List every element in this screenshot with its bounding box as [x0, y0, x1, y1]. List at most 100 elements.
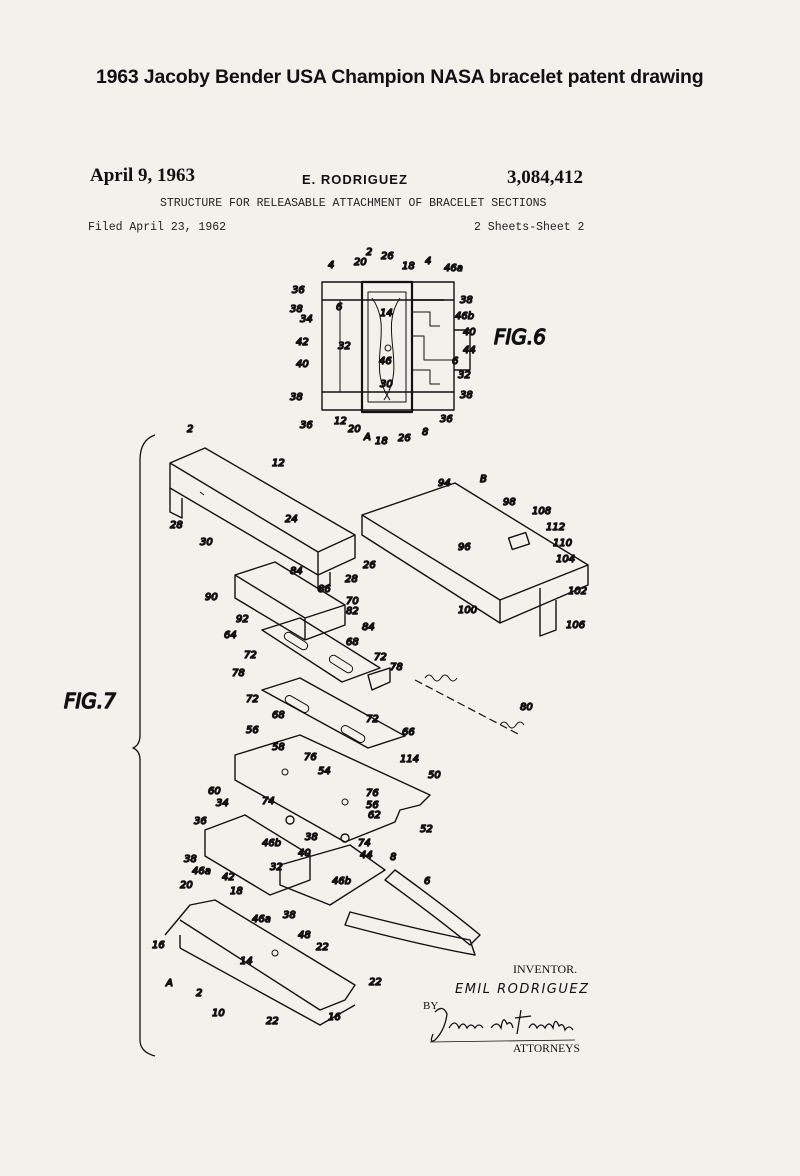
svg-text:2: 2 [196, 988, 202, 999]
svg-text:22: 22 [266, 1016, 279, 1027]
svg-text:50: 50 [428, 770, 441, 781]
svg-text:32: 32 [270, 862, 283, 873]
svg-text:36: 36 [292, 285, 305, 296]
svg-text:A: A [363, 432, 371, 443]
svg-text:16: 16 [152, 940, 165, 951]
svg-text:18: 18 [230, 886, 243, 897]
svg-text:44: 44 [360, 850, 373, 861]
svg-text:16: 16 [328, 1012, 341, 1023]
svg-text:36: 36 [440, 414, 453, 425]
svg-text:106: 106 [566, 620, 585, 631]
svg-text:46a: 46a [444, 263, 463, 274]
svg-text:12: 12 [272, 458, 285, 469]
svg-text:64: 64 [224, 630, 237, 641]
svg-text:72: 72 [244, 650, 257, 661]
svg-text:20: 20 [348, 424, 361, 435]
svg-text:46: 46 [379, 356, 392, 367]
svg-text:38: 38 [460, 390, 473, 401]
svg-text:74: 74 [358, 838, 371, 849]
svg-text:72: 72 [374, 652, 387, 663]
svg-text:28: 28 [345, 574, 358, 585]
svg-text:114: 114 [400, 754, 419, 765]
svg-text:2: 2 [187, 424, 193, 435]
svg-text:12: 12 [334, 416, 347, 427]
svg-text:96: 96 [458, 542, 471, 553]
svg-text:56: 56 [366, 800, 379, 811]
svg-text:40: 40 [298, 848, 311, 859]
svg-text:82: 82 [346, 606, 359, 617]
svg-text:104: 104 [556, 554, 575, 565]
svg-text:46a: 46a [192, 866, 211, 877]
svg-text:20: 20 [354, 257, 367, 268]
svg-text:86: 86 [318, 584, 331, 595]
svg-text:38: 38 [184, 854, 197, 865]
svg-text:100: 100 [458, 605, 477, 616]
svg-text:38: 38 [305, 832, 318, 843]
fig7-drawing [132, 434, 589, 1057]
svg-text:66: 66 [402, 727, 415, 738]
svg-text:24: 24 [285, 514, 298, 525]
svg-text:B: B [480, 474, 487, 485]
svg-text:18: 18 [375, 436, 388, 447]
svg-text:46b: 46b [455, 311, 474, 322]
svg-text:14: 14 [380, 308, 393, 319]
svg-text:4: 4 [425, 256, 431, 267]
svg-text:70: 70 [346, 596, 359, 607]
svg-text:30: 30 [200, 537, 213, 548]
svg-text:76: 76 [304, 752, 317, 763]
svg-text:42: 42 [296, 337, 309, 348]
inventor-name: EMIL RODRIGUEZ [455, 982, 590, 997]
svg-text:78: 78 [390, 662, 403, 673]
svg-text:74: 74 [262, 796, 275, 807]
svg-text:40: 40 [463, 327, 476, 338]
svg-text:72: 72 [366, 714, 379, 725]
fig7-label: FIG.7 [64, 689, 116, 713]
svg-text:40: 40 [296, 359, 309, 370]
svg-text:26: 26 [363, 560, 376, 571]
svg-text:72: 72 [246, 694, 259, 705]
patent-number: 3,084,412 [507, 167, 583, 188]
svg-text:46a: 46a [252, 914, 271, 925]
svg-text:38: 38 [460, 295, 473, 306]
svg-text:46b: 46b [332, 876, 351, 887]
inventor-label: INVENTOR. [513, 962, 578, 976]
svg-text:2: 2 [366, 247, 372, 258]
svg-text:14: 14 [240, 956, 253, 967]
patent-inventor-header: E. RODRIGUEZ [302, 172, 408, 187]
svg-text:80: 80 [520, 702, 533, 713]
svg-text:36: 36 [194, 816, 207, 827]
svg-text:84: 84 [290, 566, 303, 577]
fig6-reference-numerals: 2 20 26 18 4 4 46a 36 38 34 6 14 38 46b … [289, 246, 546, 447]
fig6-drawing [321, 280, 471, 414]
svg-text:108: 108 [532, 506, 551, 517]
svg-text:112: 112 [546, 522, 565, 533]
svg-text:92: 92 [236, 614, 249, 625]
svg-text:34: 34 [216, 798, 229, 809]
patent-drawing: 2 20 26 18 4 4 46a 36 38 34 6 14 38 46b … [63, 246, 589, 1057]
svg-text:22: 22 [316, 942, 329, 953]
svg-text:46b: 46b [262, 838, 281, 849]
svg-text:102: 102 [568, 586, 587, 597]
svg-text:58: 58 [272, 742, 285, 753]
patent-title: STRUCTURE FOR RELEASABLE ATTACHMENT OF B… [160, 197, 547, 210]
svg-text:18: 18 [402, 261, 415, 272]
svg-text:56: 56 [246, 725, 259, 736]
svg-text:48: 48 [298, 930, 311, 941]
svg-text:44: 44 [463, 345, 476, 356]
svg-text:38: 38 [290, 304, 303, 315]
svg-text:78: 78 [232, 668, 245, 679]
svg-text:8: 8 [422, 427, 428, 438]
fig6-label: FIG.6 [494, 325, 546, 349]
svg-text:6: 6 [336, 302, 342, 313]
svg-text:6: 6 [452, 356, 458, 367]
svg-text:38: 38 [283, 910, 296, 921]
svg-text:98: 98 [503, 497, 516, 508]
svg-text:60: 60 [208, 786, 221, 797]
svg-text:62: 62 [368, 810, 381, 821]
svg-text:90: 90 [205, 592, 218, 603]
svg-text:26: 26 [398, 433, 411, 444]
svg-text:A: A [165, 978, 173, 989]
svg-text:28: 28 [170, 520, 183, 531]
fig7-reference-numerals: 2 12 24 28 30 26 28 94 B 98 108 112 110 … [63, 423, 587, 1027]
svg-text:68: 68 [272, 710, 285, 721]
